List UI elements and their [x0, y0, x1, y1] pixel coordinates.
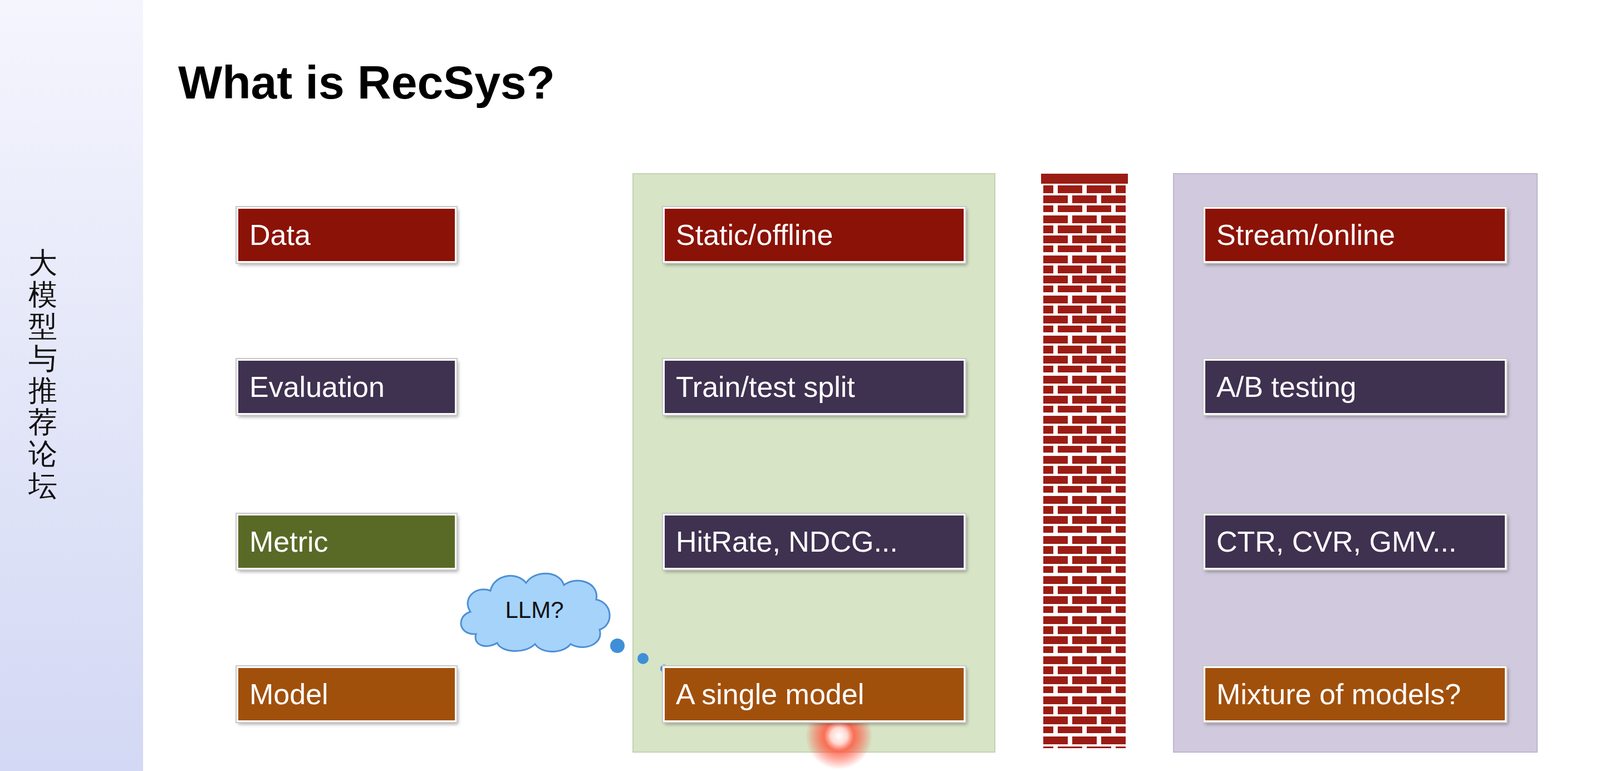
box-text: Metric	[249, 524, 329, 559]
box-text: CTR, CVR, GMV...	[1216, 524, 1457, 559]
label-box: Mixture of models?	[1203, 666, 1507, 723]
label-box: Evaluation	[236, 359, 457, 415]
box-text: HitRate, NDCG...	[675, 524, 898, 559]
label-box: CTR, CVR, GMV...	[1203, 513, 1507, 570]
label-box: A/B testing	[1203, 359, 1507, 415]
thought-dot	[637, 653, 649, 665]
box-text: A single model	[675, 677, 865, 711]
thought-cloud: LLM?	[453, 567, 616, 654]
box-text: Model	[249, 677, 329, 711]
vertical-watermark: 大模型与推荐 论坛	[28, 247, 58, 503]
thought-dot	[610, 638, 625, 654]
box-text: Static/offline	[675, 218, 833, 252]
label-box: Stream/online	[1203, 207, 1507, 263]
cloud-outline	[460, 573, 610, 652]
label-box: HitRate, NDCG...	[663, 513, 966, 570]
label-box: Metric	[236, 513, 457, 570]
label-box: A single model	[663, 666, 966, 723]
slide-title: What is RecSys?	[178, 55, 556, 110]
side-band	[0, 0, 144, 771]
box-text: Stream/online	[1216, 218, 1396, 252]
label-box: Static/offline	[663, 207, 966, 263]
box-text: Mixture of models?	[1216, 677, 1461, 711]
label-box: Train/test split	[663, 359, 966, 415]
box-text: Train/test split	[675, 370, 856, 404]
offline-panel	[632, 173, 995, 753]
brick-wall	[1041, 173, 1128, 749]
brick-wall-cap	[1041, 173, 1128, 184]
box-text: A/B testing	[1216, 370, 1357, 404]
label-box: Model	[236, 666, 457, 723]
box-text: LLM?	[504, 596, 564, 624]
online-panel	[1173, 173, 1538, 753]
label-box: Data	[236, 207, 457, 263]
box-text: Data	[249, 218, 311, 252]
box-text: Evaluation	[249, 370, 385, 404]
